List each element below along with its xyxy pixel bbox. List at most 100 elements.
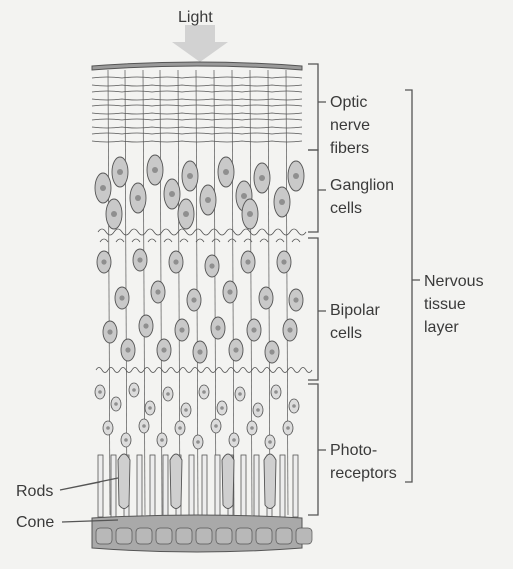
light-arrow-icon <box>172 25 228 62</box>
pigment-cell <box>136 528 152 544</box>
synapse-zone <box>210 229 226 242</box>
svg-text:Ganglion: Ganglion <box>330 177 394 194</box>
bipolar-nucleus <box>293 297 298 302</box>
bipolar-nucleus <box>155 289 160 294</box>
nerve-fiber <box>92 127 302 128</box>
bipolar-nucleus <box>173 259 178 264</box>
ganglion-nucleus <box>117 169 123 175</box>
bipolar-nucleus <box>125 347 130 352</box>
rod-cell <box>150 455 155 517</box>
rod-cell <box>202 455 207 517</box>
ganglion-nucleus <box>259 175 265 181</box>
nerve-fiber <box>92 105 302 106</box>
bipolar-nucleus <box>227 289 232 294</box>
pigment-cell <box>196 528 212 544</box>
synapse-zone <box>96 368 108 373</box>
rod-cell <box>254 455 259 517</box>
synapse-zone <box>252 368 264 373</box>
glial-fiber <box>286 70 288 515</box>
photoreceptor-nucleus-dot <box>184 408 188 412</box>
rod-cell <box>98 455 103 517</box>
bipolar-nucleus <box>245 259 250 264</box>
photoreceptor-nucleus-dot <box>232 438 236 442</box>
nerve-fiber <box>92 141 302 142</box>
ganglion-nucleus <box>169 191 175 197</box>
synapse-zone <box>204 368 216 373</box>
ganglion-nucleus <box>247 211 253 217</box>
synapse-zone <box>98 229 114 242</box>
photoreceptor-nucleus-dot <box>256 408 260 412</box>
bipolar-nucleus <box>119 295 124 300</box>
nerve-fiber <box>92 91 302 92</box>
bracket-ganglion-cells <box>308 150 326 232</box>
rod-cell <box>163 455 168 517</box>
nerve-fiber <box>92 99 302 100</box>
pigment-cell <box>156 528 172 544</box>
ganglion-nucleus <box>135 195 141 201</box>
bipolar-nucleus <box>179 327 184 332</box>
pigment-cell <box>216 528 232 544</box>
nerve-fiber <box>92 119 302 120</box>
ganglion-nucleus <box>111 211 117 217</box>
bipolar-nucleus <box>269 349 274 354</box>
rod-cell <box>189 455 194 517</box>
rod-cell <box>241 455 246 517</box>
svg-text:cells: cells <box>330 325 362 342</box>
glial-fiber <box>108 70 110 515</box>
cone-cell <box>264 454 276 509</box>
rods-label: Rods <box>16 483 53 500</box>
synapse-zone <box>216 368 228 373</box>
bipolar-nucleus <box>191 297 196 302</box>
cone-label: Cone <box>16 514 54 531</box>
synapse-zone <box>290 229 306 242</box>
photoreceptor-nucleus-dot <box>202 390 206 394</box>
rod-cell <box>293 455 298 517</box>
synapse-zone <box>264 368 276 373</box>
bipolar-nucleus <box>197 349 202 354</box>
bipolar-nucleus <box>281 259 286 264</box>
photoreceptor-nucleus-dot <box>98 390 102 394</box>
cone-cell <box>118 454 130 509</box>
ganglion-nucleus <box>187 173 193 179</box>
pigment-cell <box>296 528 312 544</box>
photoreceptor-nucleus-dot <box>114 402 118 406</box>
ganglion-nucleus <box>223 169 229 175</box>
svg-text:Nervous: Nervous <box>424 273 484 290</box>
rod-cell <box>137 455 142 517</box>
synapse-zone <box>242 229 258 242</box>
pigment-cell <box>116 528 132 544</box>
synapse-zone <box>168 368 180 373</box>
rod-cell <box>111 455 116 517</box>
nerve-fiber <box>92 133 302 134</box>
svg-text:receptors: receptors <box>330 465 397 482</box>
ganglion-nucleus <box>205 197 211 203</box>
bipolar-nucleus <box>251 327 256 332</box>
photoreceptor-nucleus-dot <box>268 440 272 444</box>
photoreceptor-nucleus-dot <box>178 426 182 430</box>
synapse-zone <box>240 368 252 373</box>
cone-cell <box>222 454 234 509</box>
ganglion-nucleus <box>100 185 106 191</box>
svg-text:layer: layer <box>424 319 459 336</box>
synapse-zone <box>114 229 130 242</box>
photoreceptor-nucleus-dot <box>166 392 170 396</box>
bipolar-cells-label: Bipolar cells <box>330 302 380 342</box>
svg-text:Bipolar: Bipolar <box>330 302 380 319</box>
bipolar-nucleus <box>233 347 238 352</box>
photoreceptor-nucleus-dot <box>142 424 146 428</box>
pigment-cell <box>256 528 272 544</box>
rods-leader-line <box>60 478 118 490</box>
nervous-tissue-layer-label: Nervous tissue layer <box>424 273 484 336</box>
photoreceptor-nucleus-dot <box>132 388 136 392</box>
photoreceptor-nucleus-dot <box>160 438 164 442</box>
photoreceptor-nucleus-dot <box>106 426 110 430</box>
nerve-fiber <box>92 77 302 78</box>
ganglion-nucleus <box>241 193 247 199</box>
glial-fiber <box>178 70 180 515</box>
bipolar-nucleus <box>263 295 268 300</box>
bipolar-nucleus <box>161 347 166 352</box>
bipolar-nucleus <box>101 259 106 264</box>
pigment-cell <box>176 528 192 544</box>
pigment-cell <box>96 528 112 544</box>
